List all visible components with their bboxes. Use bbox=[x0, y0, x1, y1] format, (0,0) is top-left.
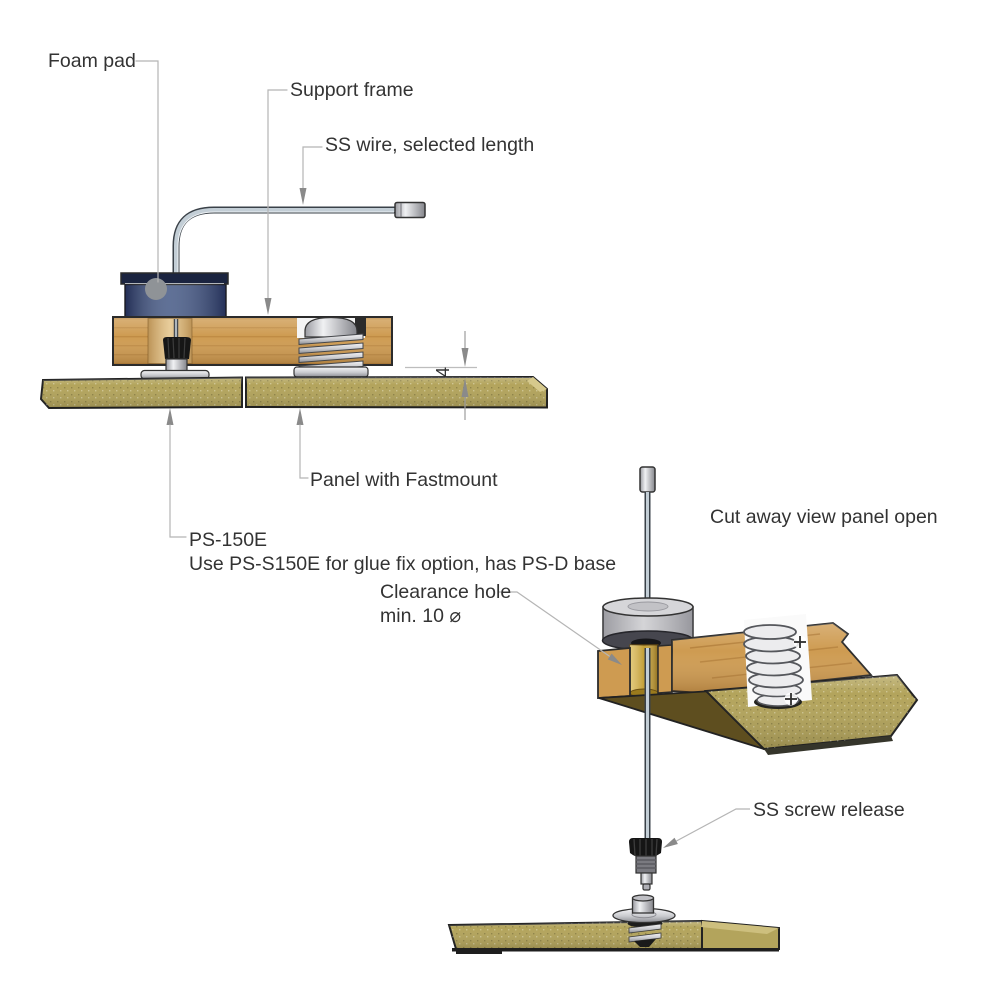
closed-view-assembly: 4 bbox=[39, 201, 548, 420]
clearance-hole-sleeve bbox=[629, 644, 659, 698]
clearance-hole-arrowhead bbox=[607, 653, 622, 665]
panel-leader bbox=[299, 424, 309, 479]
labels: Foam pad Support frame SS wire, selected… bbox=[48, 50, 938, 821]
support-frame-label: Support frame bbox=[290, 79, 414, 101]
screw-release-arrowhead bbox=[663, 837, 678, 848]
gap-dimension-value: 4 bbox=[433, 367, 453, 377]
position-marker-bottom bbox=[784, 692, 798, 706]
panel-fastmount-label: Panel with Fastmount bbox=[310, 469, 498, 491]
wire-top-cap bbox=[639, 466, 656, 493]
gap-dimension: 4 bbox=[405, 331, 477, 420]
product-code-label: PS-150E bbox=[189, 529, 267, 551]
cutaway-view-label: Cut away view panel open bbox=[710, 506, 938, 528]
wire-end-cap bbox=[394, 201, 426, 219]
ss-wire-arrowhead bbox=[299, 188, 307, 205]
ss-wire-label: SS wire, selected length bbox=[325, 134, 534, 156]
panel-arrowhead bbox=[296, 408, 304, 425]
ss-wire bbox=[172, 201, 426, 280]
screw-release-leader bbox=[668, 808, 750, 846]
spring-insert bbox=[743, 614, 812, 709]
screw-release-label: SS screw release bbox=[753, 799, 905, 821]
support-frame-arrowhead bbox=[264, 298, 272, 315]
support-frame-leader bbox=[267, 89, 288, 300]
clearance-hole-leader bbox=[498, 591, 613, 659]
foam-pad-drum bbox=[120, 272, 229, 319]
foam-pad-leader bbox=[135, 60, 159, 283]
panel-closed bbox=[39, 375, 548, 410]
clearance-hole-size: min. 10 ⌀ bbox=[380, 605, 461, 627]
ps150e-arrowhead bbox=[166, 408, 174, 425]
position-marker-top bbox=[793, 635, 807, 649]
ps150e-leader bbox=[169, 424, 187, 538]
screw-release-knob bbox=[629, 838, 662, 891]
ss-wire-leader bbox=[302, 146, 323, 190]
callouts-left bbox=[135, 60, 323, 538]
foam-pad-label: Foam pad bbox=[48, 50, 136, 72]
product-note-label: Use PS-S150E for glue fix option, has PS… bbox=[189, 553, 616, 575]
clearance-hole-label: Clearance hole bbox=[380, 581, 511, 603]
foam-pad-dot bbox=[145, 278, 167, 300]
panel-detached bbox=[447, 894, 780, 954]
grommet-drum bbox=[601, 597, 695, 651]
cutaway-assembly bbox=[447, 466, 919, 954]
callouts-right bbox=[498, 591, 750, 848]
